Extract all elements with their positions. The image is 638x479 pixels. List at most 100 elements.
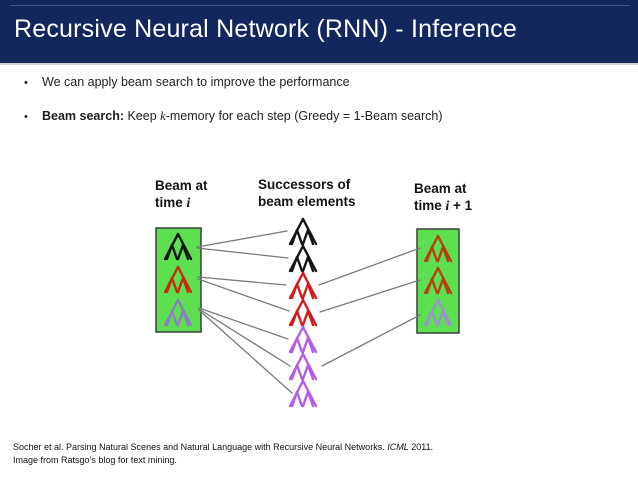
math-i: i — [445, 198, 450, 213]
label-time: time — [414, 198, 446, 213]
beam-tree-red-icon — [163, 265, 193, 294]
tree-branch — [306, 309, 315, 327]
tree-branch — [306, 390, 315, 408]
tree-branch — [165, 243, 174, 261]
beam-edge — [196, 230, 288, 248]
tree-branch — [436, 277, 445, 295]
next-beam-tree-red-1-icon — [423, 234, 453, 263]
tree-branch — [301, 255, 310, 273]
tree-branch — [425, 277, 434, 295]
tree-branch — [181, 243, 190, 261]
tree-branch — [170, 243, 179, 261]
tree-branch — [441, 277, 450, 295]
beam-box-time-i-plus-1 — [416, 228, 460, 334]
beam-edge — [196, 247, 289, 259]
successor-tree-1-black-icon — [288, 217, 318, 246]
label-line: time i — [155, 194, 208, 211]
tree-branch — [290, 390, 299, 408]
bullet-marker: • — [24, 111, 28, 123]
tree-branch — [290, 255, 299, 273]
citation-year: 2011. — [408, 442, 434, 452]
label-plus-one: + 1 — [449, 198, 473, 213]
tree-branch — [301, 282, 310, 300]
tree-branch — [425, 309, 434, 327]
bullet-1-text: We can apply beam search to improve the … — [42, 75, 350, 89]
beam-search-diagram — [155, 217, 460, 408]
tree-branch — [306, 336, 315, 354]
bullet-marker: • — [24, 77, 28, 89]
tree-branch — [290, 282, 299, 300]
tree-branch — [441, 309, 450, 327]
successor-tree-3-red-icon — [288, 271, 318, 300]
tree-branch — [176, 243, 185, 261]
tree-branch — [290, 309, 299, 327]
beam-edge — [319, 279, 421, 313]
tree-branch — [295, 309, 304, 327]
beam-box-time-i — [155, 227, 202, 333]
beam-tree-black-icon — [163, 232, 193, 261]
tree-branch — [176, 309, 185, 327]
slide-header: Recursive Neural Network (RNN) - Inferen… — [0, 0, 638, 63]
label-line: time i + 1 — [414, 197, 472, 214]
tree-branch — [301, 336, 310, 354]
tree-branch — [181, 309, 190, 327]
beam-edge — [198, 308, 291, 367]
beam-edge — [321, 314, 421, 367]
tree-branch — [295, 228, 304, 246]
tree-branch — [295, 255, 304, 273]
footnote: Socher et al. Parsing Natural Scenes and… — [13, 441, 518, 467]
label-beam-at-time-i-plus-1: Beam at time i + 1 — [414, 180, 472, 214]
successor-tree-7-purple-icon — [288, 379, 318, 408]
tree-branch — [301, 228, 310, 246]
tree-branch — [425, 245, 434, 263]
successor-tree-4-red-icon — [288, 298, 318, 327]
next-beam-tree-purple-icon — [423, 298, 453, 327]
tree-branch — [295, 336, 304, 354]
header-divider — [0, 63, 638, 65]
tree-branch — [301, 390, 310, 408]
tree-branch — [290, 228, 299, 246]
beam-edge — [197, 276, 287, 286]
citation-text: Socher et al. Parsing Natural Scenes and… — [13, 442, 388, 452]
label-line: Beam at — [155, 178, 208, 193]
footnote-line-1: Socher et al. Parsing Natural Scenes and… — [13, 441, 518, 454]
tree-branch — [170, 309, 179, 327]
tree-branch — [430, 309, 439, 327]
beam-edge — [318, 247, 421, 286]
tree-branch — [295, 390, 304, 408]
tree-branch — [295, 282, 304, 300]
tree-branch — [306, 228, 315, 246]
tree-branch — [165, 276, 174, 294]
bullet-2-bold: Beam search: — [42, 109, 124, 123]
tree-branch — [306, 282, 315, 300]
label-line: beam elements — [258, 194, 356, 209]
math-k: k — [160, 109, 166, 123]
tree-branch — [436, 245, 445, 263]
tree-branch — [295, 363, 304, 381]
bullet-2-pre: Keep — [124, 109, 161, 123]
beam-edge — [197, 278, 290, 312]
bullet-list: • We can apply beam search to improve th… — [24, 74, 630, 125]
citation-venue: ICML — [387, 442, 409, 452]
successor-tree-2-black-icon — [288, 244, 318, 273]
math-i: i — [186, 195, 191, 210]
tree-branch — [170, 276, 179, 294]
tree-branch — [290, 336, 299, 354]
tree-branch — [301, 309, 310, 327]
bullet-item-1: • We can apply beam search to improve th… — [24, 74, 630, 91]
tree-branch — [436, 309, 445, 327]
label-time: time — [155, 195, 187, 210]
bullet-2-text: Beam search: Keep k-memory for each step… — [42, 108, 443, 124]
tree-branch — [430, 277, 439, 295]
footnote-line-2: Image from Ratsgo’s blog for text mining… — [13, 455, 177, 465]
beam-edge — [198, 309, 293, 394]
bullet-item-2: • Beam search: Keep k-memory for each st… — [24, 108, 630, 125]
page-title: Recursive Neural Network (RNN) - Inferen… — [14, 15, 517, 43]
tree-branch — [290, 363, 299, 381]
tree-branch — [430, 245, 439, 263]
successor-tree-5-purple-icon — [288, 325, 318, 354]
label-line: Successors of — [258, 177, 351, 192]
next-beam-tree-red-2-icon — [423, 266, 453, 295]
tree-branch — [176, 276, 185, 294]
